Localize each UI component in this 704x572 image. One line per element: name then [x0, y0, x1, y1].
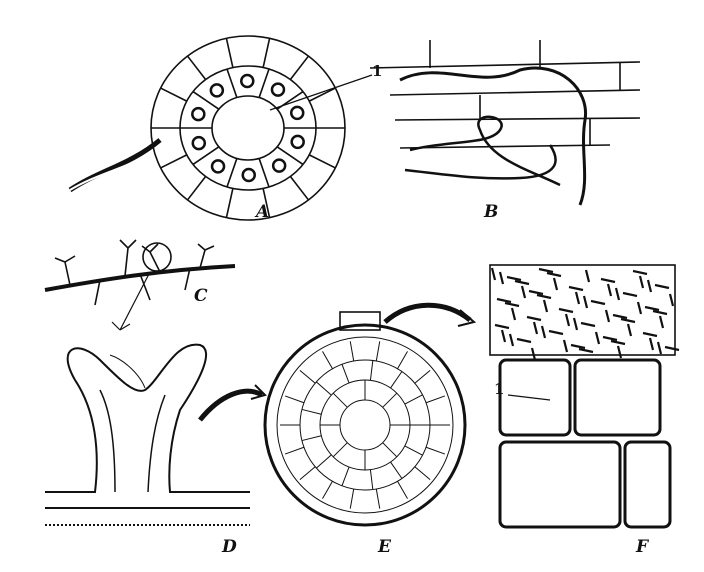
- callout-1-a: 1: [372, 62, 383, 80]
- panel-b-hyphae: [369, 40, 641, 206]
- panel-e-cross-section: [263, 302, 477, 527]
- label-d: D: [222, 537, 237, 557]
- panel-d-mycorrhiza-branch: [45, 343, 267, 526]
- label-a: A: [256, 202, 270, 222]
- callout-1-f: 1: [494, 380, 505, 398]
- label-b: B: [484, 202, 499, 222]
- label-e: E: [378, 537, 391, 557]
- panel-a-root-cross-section: [68, 35, 373, 221]
- label-c: C: [194, 286, 208, 306]
- label-f: F: [636, 537, 649, 557]
- panel-c-branched-root: [44, 239, 236, 331]
- panel-f-hyphal-mantle: [489, 264, 680, 529]
